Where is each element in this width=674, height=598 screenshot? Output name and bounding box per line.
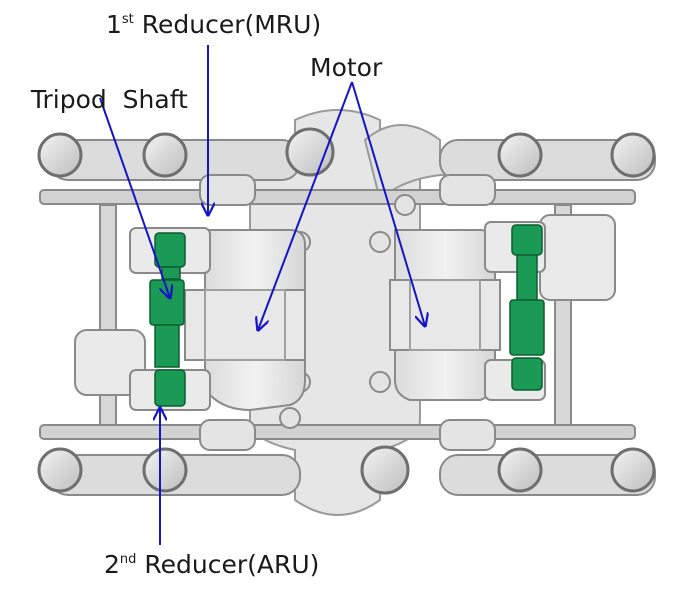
label-1st-text: Reducer(MRU) bbox=[141, 10, 322, 39]
right-motor bbox=[389, 229, 501, 401]
arrow-motor-right bbox=[351, 81, 425, 326]
arrow-tripod bbox=[99, 97, 170, 298]
label-1st-reducer: 1st Reducer(MRU) bbox=[106, 12, 321, 37]
label-1st-ordinal: 1 bbox=[106, 10, 122, 39]
arrow-motor-left bbox=[258, 81, 353, 330]
label-tripod-shaft: Tripod Shaft bbox=[15, 62, 188, 112]
wheels bbox=[37, 127, 656, 495]
label-tripod-text: Tripod Shaft bbox=[30, 85, 188, 114]
left-tripod-shaft bbox=[149, 232, 186, 407]
label-2nd-suffix: nd bbox=[119, 551, 137, 567]
right-reducers bbox=[484, 214, 616, 401]
label-motor: Motor bbox=[310, 55, 382, 80]
left-reducers bbox=[74, 227, 211, 411]
label-2nd-text: Reducer(ARU) bbox=[144, 550, 320, 579]
left-motor bbox=[184, 229, 306, 412]
label-motor-text: Motor bbox=[310, 53, 383, 82]
label-1st-suffix: st bbox=[121, 11, 134, 27]
label-2nd-ordinal: 2 bbox=[104, 550, 120, 579]
label-2nd-reducer: 2nd Reducer(ARU) bbox=[104, 552, 319, 577]
right-tripod-shaft bbox=[509, 224, 545, 391]
annotation-arrows bbox=[99, 45, 425, 545]
